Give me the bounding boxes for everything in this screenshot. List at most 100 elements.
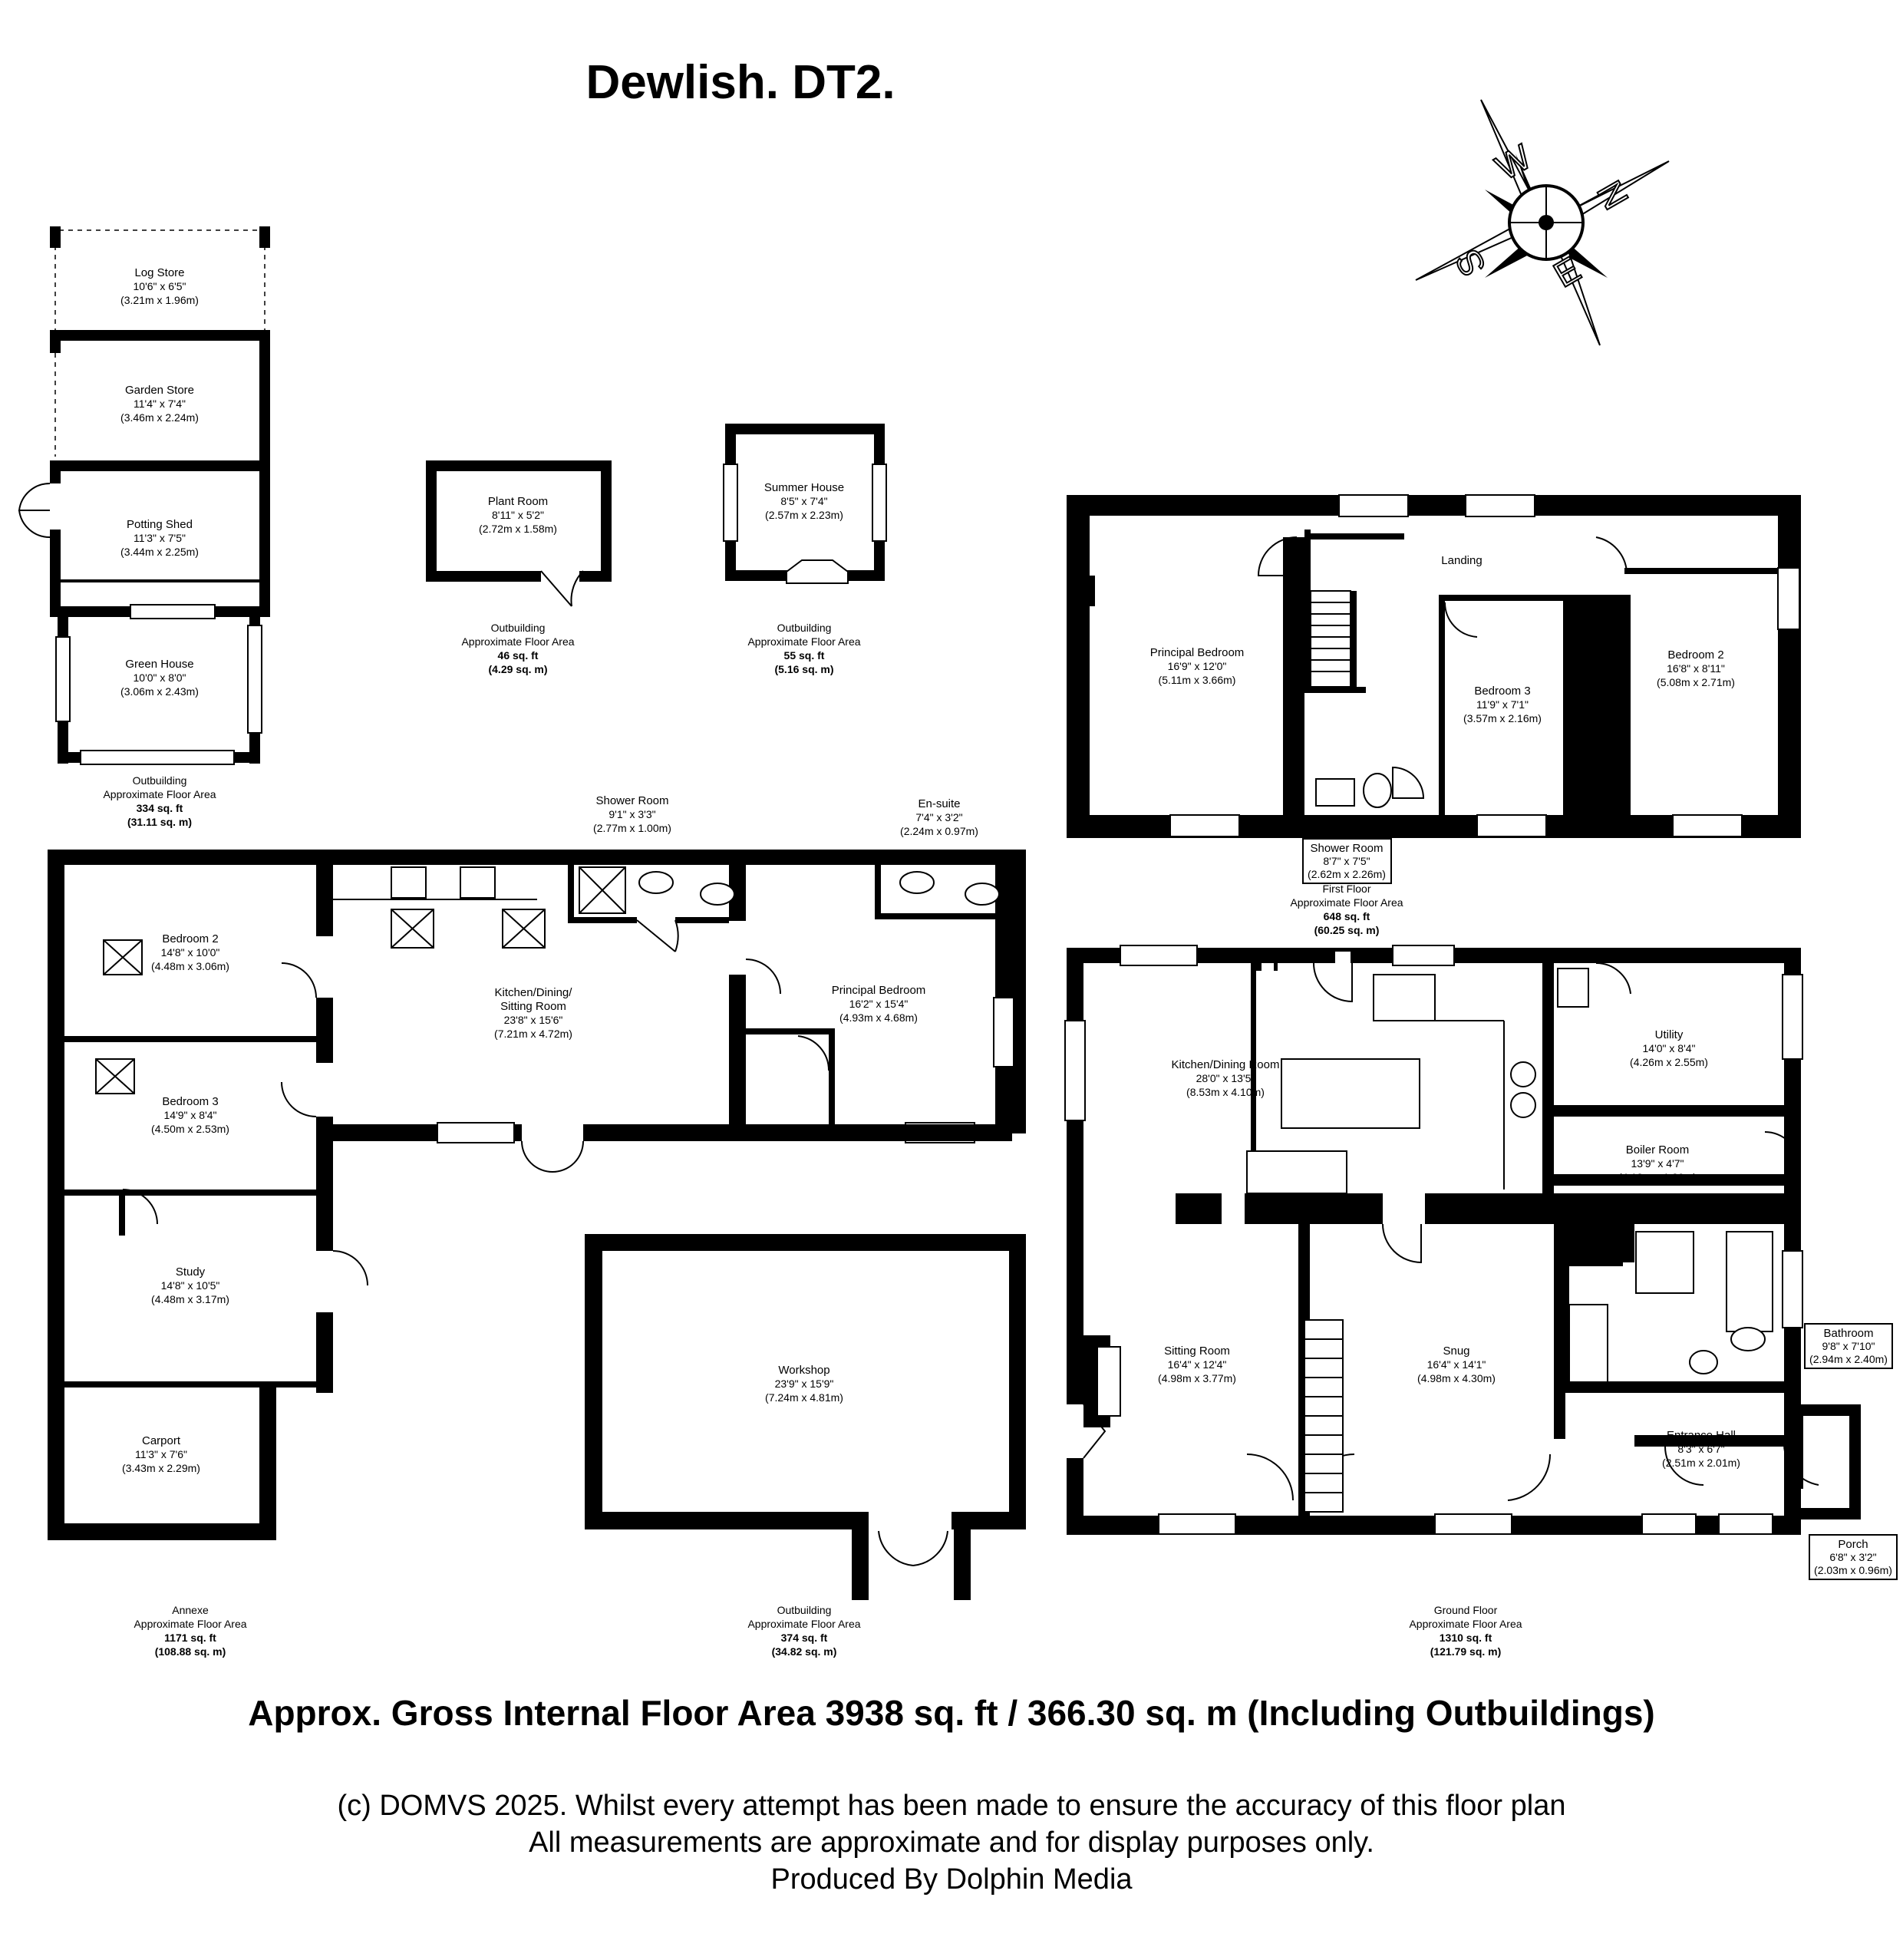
area-label: Outbuilding [491,622,546,634]
room-dimensions-imperial: 14'8" x 10'5" [161,1279,220,1292]
room-dimensions-imperial: 11'4" x 7'4" [134,398,186,410]
room-label: Principal Bedroom [1150,646,1245,659]
room-label: Snug [1443,1345,1469,1358]
room-dimensions-imperial: 7'4" x 3'2" [915,811,962,823]
area-label: Outbuilding [777,622,832,634]
room-label: Bedroom 3 [1474,685,1530,698]
area-label: First Floor [1323,883,1371,895]
room-dimensions-imperial: 8'7" x 7'5" [1323,855,1370,867]
room-dimensions-metric: (3.21m x 1.96m) [120,294,199,306]
area-sqft: 1310 sq. ft [1440,1632,1492,1644]
area-sqm: (60.25 sq. m) [1314,924,1380,936]
area-sqm: (4.29 sq. m) [488,663,547,675]
area-label: Outbuilding [777,1604,832,1616]
outbuilding-left: Log Store 10'6" x 6'5" (3.21m x 1.96m) G… [18,226,270,828]
room-dimensions-imperial: 9'1" x 3'3" [608,808,655,820]
area-sqm: (31.11 sq. m) [127,816,192,828]
area-label: Annexe [172,1604,209,1616]
room-label: Green House [125,658,193,671]
room-label: Bathroom [1823,1327,1873,1340]
area-caption: Approximate Floor Area [747,635,860,648]
room-dimensions-imperial: 16'4" x 14'1" [1427,1358,1486,1371]
room-dimensions-imperial: 8'3" x 6'7" [1677,1443,1724,1455]
room-label: En-suite [918,797,960,810]
area-caption: Approximate Floor Area [747,1618,860,1630]
room-dimensions-imperial: 23'8" x 15'6" [504,1014,563,1026]
area-caption: Approximate Floor Area [461,635,574,648]
room-dimensions-imperial: 14'0" x 8'4" [1643,1042,1696,1054]
area-sqft: 334 sq. ft [137,802,183,814]
room-label: Porch [1838,1538,1868,1551]
first-floor-plan: Landing Principal Bedroom 16'9" x 12'0" … [1067,494,1801,936]
room-dimensions-metric: (4.98m x 3.77m) [1158,1372,1236,1384]
room-dimensions-imperial: 11'3" x 7'6" [135,1448,187,1460]
room-dimensions-imperial: 10'6" x 6'5" [134,280,186,292]
producer-credit: Produced By Dolphin Media [770,1863,1133,1896]
room-label: Study [176,1265,206,1279]
room-dimensions-metric: (8.53m x 4.10m) [1186,1086,1265,1098]
room-dimensions-metric: (4.93m x 4.68m) [839,1011,918,1024]
room-dimensions-metric: (2.24m x 0.97m) [900,825,978,837]
room-dimensions-metric: (2.57m x 2.23m) [765,509,843,521]
room-dimensions-metric: (7.21m x 4.72m) [494,1028,572,1040]
room-dimensions-metric: (4.98m x 4.30m) [1417,1372,1496,1384]
area-caption: Approximate Floor Area [1290,896,1403,909]
room-label: Bedroom 2 [162,932,218,945]
room-dimensions-metric: (4.50m x 2.53m) [151,1123,229,1135]
room-dimensions-metric: (3.57m x 2.16m) [1463,712,1542,724]
room-label: Carport [142,1434,181,1447]
area-sqm: (121.79 sq. m) [1430,1645,1502,1658]
compass-letter-w: W [1489,136,1538,187]
area-sqft: 648 sq. ft [1324,910,1370,922]
disclaimer-line-1: (c) DOMVS 2025. Whilst every attempt has… [338,1790,1566,1822]
room-dimensions-metric: (2.51m x 2.01m) [1662,1457,1740,1469]
room-dimensions-metric: (2.77m x 1.00m) [593,822,671,834]
room-dimensions-metric: (2.62m x 2.26m) [1308,868,1386,880]
area-caption: Approximate Floor Area [1409,1618,1522,1630]
room-dimensions-metric: (5.11m x 3.66m) [1159,674,1236,686]
disclaimer-line-2: All measurements are approximate and for… [529,1826,1374,1859]
room-dimensions-metric: (2.94m x 2.40m) [1809,1353,1888,1365]
compass-rose-icon: N E S W [1415,99,1670,346]
area-label: Ground Floor [1434,1604,1498,1616]
room-dimensions-metric: (7.24m x 4.81m) [765,1391,843,1404]
room-dimensions-imperial: 14'8" x 10'0" [161,946,220,959]
room-dimensions-imperial: 14'9" x 8'4" [164,1109,217,1121]
area-caption: Approximate Floor Area [103,788,216,800]
room-label: Landing [1441,554,1482,567]
room-dimensions-metric: (4.26m x 2.55m) [1630,1056,1708,1068]
summer-house-outbuilding: Summer House 8'5" x 7'4" (2.57m x 2.23m)… [723,424,887,675]
room-dimensions-metric: (4.48m x 3.17m) [151,1293,229,1305]
room-dimensions-imperial: 28'0" x 13'5" [1196,1072,1255,1084]
room-dimensions-imperial: 13'9" x 4'7" [1631,1157,1684,1170]
room-label-line2: Sitting Room [500,1000,566,1013]
room-label: Garden Store [125,384,194,397]
room-label: Plant Room [488,495,548,508]
room-label: Kitchen/Dining/ [495,986,573,999]
room-dimensions-metric: (4.48m x 3.06m) [151,960,229,972]
room-dimensions-imperial: 16'8" x 8'11" [1667,662,1725,675]
area-sqft: 374 sq. ft [781,1632,828,1644]
room-label: Shower Room [1310,842,1383,855]
room-dimensions-metric: (5.08m x 2.71m) [1657,676,1735,688]
room-dimensions-imperial: 10'0" x 8'0" [134,671,186,684]
area-sqft: 46 sq. ft [498,649,539,662]
room-label: Bedroom 3 [162,1095,218,1108]
room-label: Bedroom 2 [1667,648,1723,662]
area-caption: Approximate Floor Area [134,1618,246,1630]
room-dimensions-imperial: 11'9" x 7'1" [1476,698,1529,711]
room-label: Summer House [764,481,844,494]
room-label: Shower Room [595,794,668,807]
workshop-outbuilding: Workshop 23'9" x 15'9" (7.24m x 4.81m) O… [585,1234,1026,1658]
area-sqm: (34.82 sq. m) [772,1645,837,1658]
room-label: Log Store [134,266,184,279]
ground-floor-plan: Kitchen/Dining Room 28'0" x 13'5" (8.53m… [1064,945,1898,1658]
room-dimensions-imperial: 11'3" x 7'5" [134,532,186,544]
room-dimensions-imperial: 9'8" x 7'10" [1822,1340,1875,1352]
room-dimensions-imperial: 8'11" x 5'2" [492,509,544,521]
room-dimensions-imperial: 16'2" x 15'4" [849,998,909,1010]
room-dimensions-metric: (3.06m x 2.43m) [120,685,199,698]
room-dimensions-metric: (3.43m x 2.29m) [122,1462,200,1474]
gross-floor-area: Approx. Gross Internal Floor Area 3938 s… [248,1693,1655,1733]
